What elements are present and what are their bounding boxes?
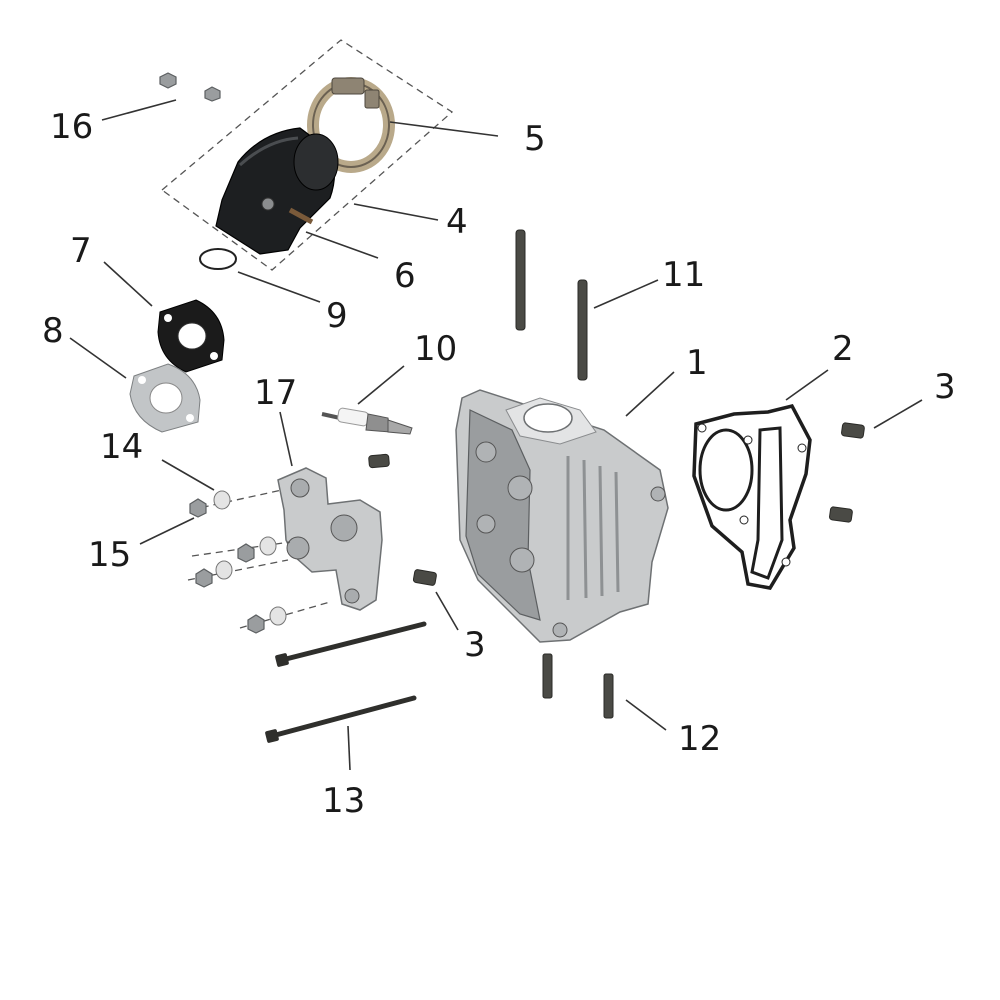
callout-16: 16 <box>50 107 93 147</box>
part-12-studs <box>542 653 614 719</box>
callout-15: 15 <box>88 535 131 575</box>
callout-6: 6 <box>394 256 416 296</box>
callout-14: 14 <box>100 427 143 467</box>
part-11-studs <box>515 229 588 381</box>
callout-10: 10 <box>414 329 457 369</box>
part-14-15-washers-nuts <box>187 489 331 634</box>
callout-17: 17 <box>254 373 297 413</box>
part-1-cylinder-head <box>455 389 669 643</box>
part-16-nuts <box>159 72 221 102</box>
part-3-dowel-right-lower <box>829 506 853 523</box>
part-6-bolt <box>288 207 314 225</box>
callout-9: 9 <box>326 296 348 336</box>
callout-12: 12 <box>678 719 721 759</box>
callout-1: 1 <box>686 343 708 383</box>
intake-assembly-box <box>160 39 454 271</box>
callout-13: 13 <box>322 781 365 821</box>
leader-lines <box>69 99 923 771</box>
part-2-head-gasket <box>692 403 812 590</box>
part-7-insulator <box>157 299 225 373</box>
callout-labels: 1 2 3 3 4 5 6 7 8 9 10 11 12 13 14 15 16… <box>42 107 956 821</box>
callout-8: 8 <box>42 311 64 351</box>
part-10-spark-plug <box>321 407 413 435</box>
part-13-bolts <box>265 621 427 743</box>
part-3-dowel-right-upper <box>841 422 865 439</box>
callout-3-right: 3 <box>934 367 956 407</box>
callout-7: 7 <box>70 231 92 271</box>
part-17-cam-holder <box>277 467 383 611</box>
callout-3-center: 3 <box>464 625 486 665</box>
callout-2: 2 <box>832 329 854 369</box>
callout-5: 5 <box>524 119 546 159</box>
part-8-gasket <box>129 363 201 433</box>
part-3-dowel-upper <box>368 453 390 469</box>
part-4-intake-manifold <box>215 127 339 255</box>
part-3-dowel-lower <box>412 569 437 586</box>
callout-4: 4 <box>446 202 468 242</box>
part-9-o-ring <box>199 248 237 270</box>
part-5-clamp <box>307 77 395 173</box>
callout-11: 11 <box>662 255 705 295</box>
